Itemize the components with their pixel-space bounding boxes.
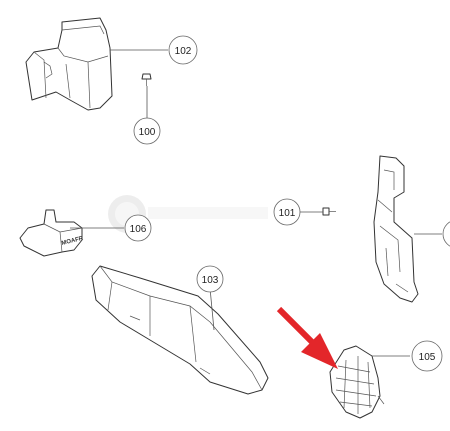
- callout-106: 106: [124, 214, 152, 242]
- callout-102: 102: [168, 35, 198, 65]
- callout-100: 100: [133, 117, 161, 145]
- callout-100-label: 100: [139, 127, 156, 138]
- part-101-screw: [322, 207, 336, 216]
- callout-103-label: 103: [202, 275, 219, 286]
- callout-106-label: 106: [130, 224, 147, 235]
- part-105-grille: [329, 345, 385, 419]
- part-106-clip: MOAFR: [19, 209, 84, 257]
- part-103-panel: [91, 265, 269, 395]
- callout-105-label: 105: [419, 352, 436, 363]
- part-104-bracket: [373, 155, 419, 303]
- callout-101-label: 101: [279, 208, 296, 219]
- part-102-duct: [25, 17, 113, 111]
- leader-lines: [70, 49, 442, 357]
- part-100-screw: [141, 73, 152, 86]
- callout-102-label: 102: [175, 46, 192, 57]
- callout-104-partial: [442, 221, 450, 247]
- callout-103: 103: [196, 265, 224, 293]
- callout-101: 101: [273, 198, 301, 226]
- red-arrow-icon: [276, 306, 338, 369]
- callout-105: 105: [411, 340, 443, 372]
- part-stamp: MOAFR: [61, 236, 84, 247]
